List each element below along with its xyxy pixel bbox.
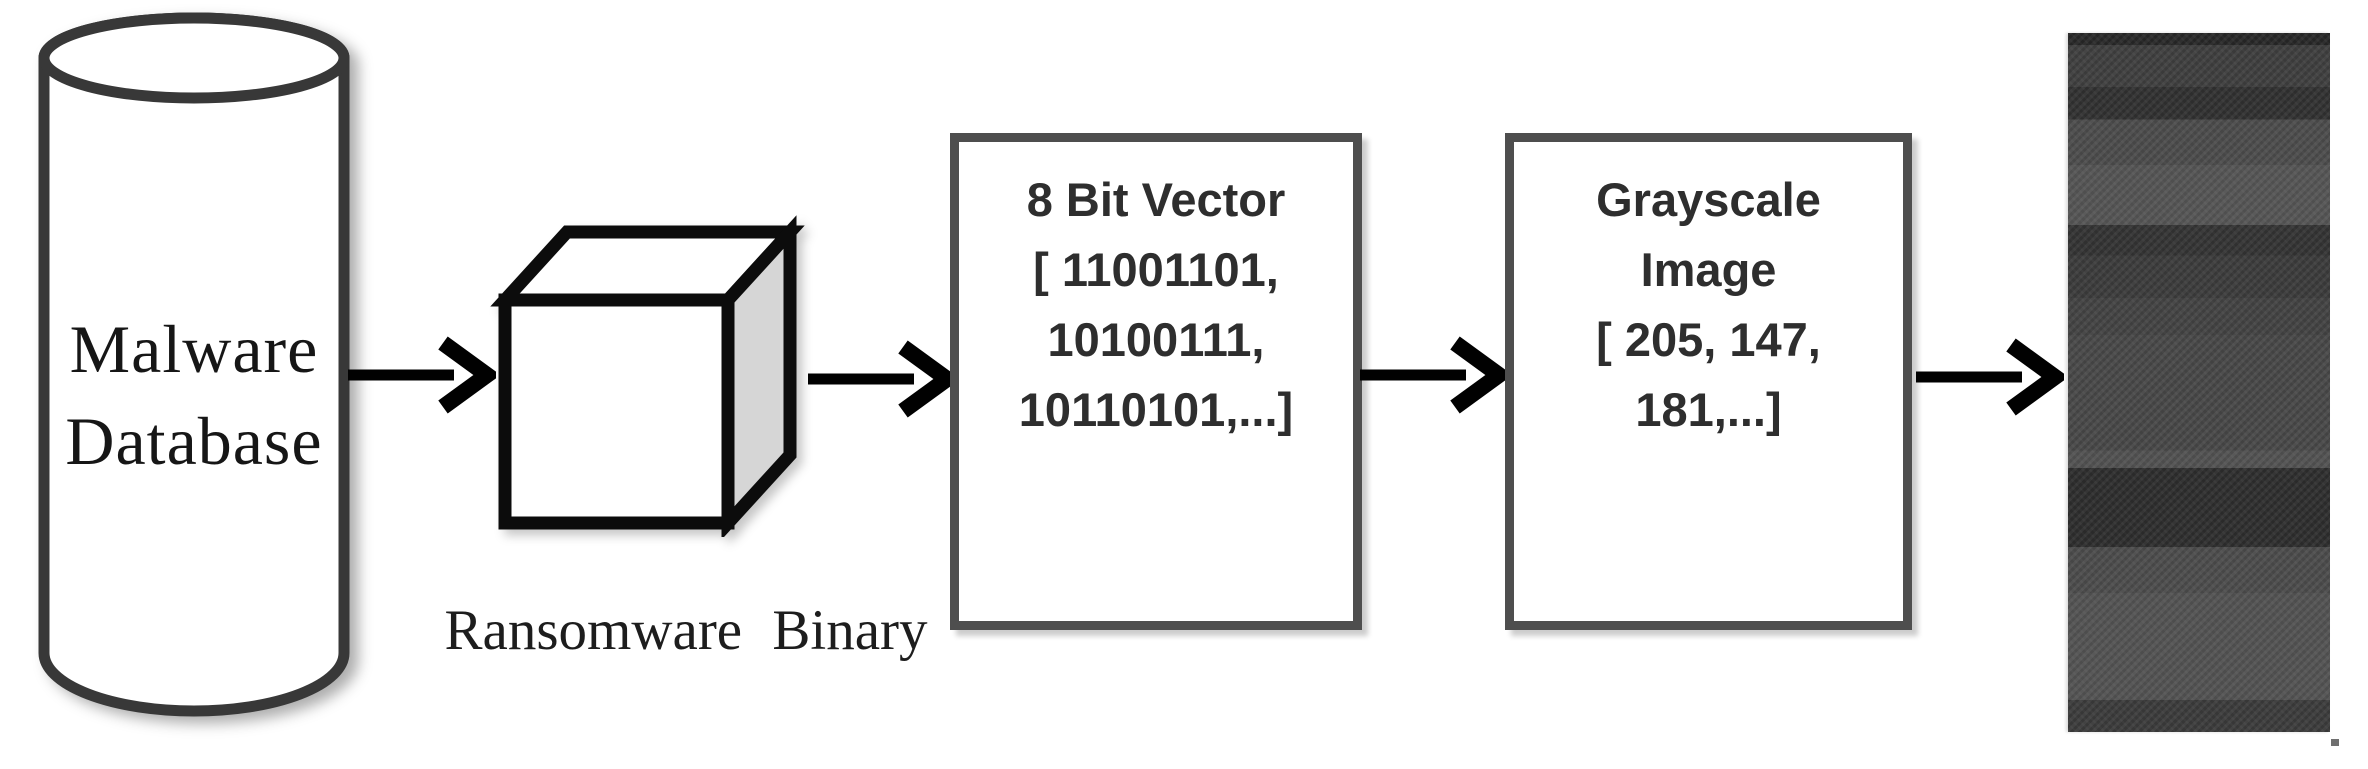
grayscale-image-preview: [2068, 33, 2330, 732]
binary-label: Ransomware Binary: [444, 599, 928, 662]
grayscale-box-line2: Image: [1640, 243, 1777, 296]
flow-arrow-2: [808, 340, 956, 418]
flow-arrow-3: [1360, 336, 1508, 414]
grayscale-box-line1: Grayscale: [1596, 173, 1821, 226]
caption-period-dot: [2331, 739, 2339, 746]
database-label: Malware Database: [34, 303, 354, 487]
vector-box-line1: 8 Bit Vector: [1026, 173, 1286, 226]
binary-cube-icon: [490, 215, 805, 537]
grayscale-box-line3: [ 205, 147,: [1596, 313, 1821, 366]
database-label-line2: Database: [65, 403, 323, 479]
vector-box: 8 Bit Vector [ 11001101, 10100111, 10110…: [950, 133, 1362, 630]
grayscale-box-line4: 181,...]: [1635, 383, 1782, 436]
database-cylinder-icon: [38, 12, 350, 717]
database-label-line1: Malware: [69, 311, 319, 387]
vector-box-line3: 10100111,: [1047, 313, 1265, 366]
flow-arrow-1: [348, 336, 496, 414]
vector-box-line4: 10110101,...]: [1018, 383, 1294, 436]
grayscale-box: Grayscale Image [ 205, 147, 181,...]: [1505, 133, 1912, 630]
flow-arrow-4: [1916, 338, 2064, 416]
vector-box-line2: [ 11001101,: [1033, 243, 1279, 296]
